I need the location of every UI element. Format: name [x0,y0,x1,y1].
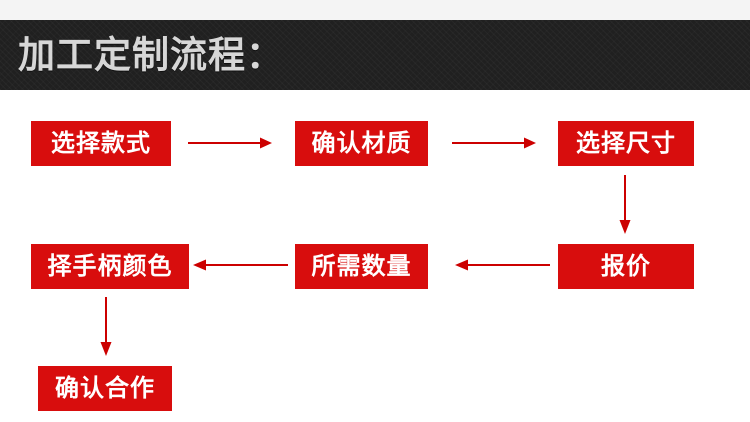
connector-quantity-to-handle-arrow [190,256,290,274]
flow-step-confirm-cooperation[interactable]: 确认合作 [38,366,172,411]
flow-step-quantity[interactable]: 所需数量 [295,244,428,289]
header-bar: 加工定制流程： [0,20,750,90]
flow-step-size[interactable]: 选择尺寸 [558,121,694,166]
top-strip [0,0,750,20]
connector-size-to-quote-arrow [612,174,638,236]
connector-handle-to-confirm-arrow [93,296,119,358]
flow-step-handle-color[interactable]: 择手柄颜色 [31,244,189,289]
connector-material-to-size-arrow [450,134,538,152]
connector-quote-to-quantity-arrow [452,256,552,274]
connector-style-to-material-arrow [186,134,274,152]
flow-step-quote[interactable]: 报价 [558,244,694,289]
flow-step-material[interactable]: 确认材质 [295,121,428,166]
flow-step-style[interactable]: 选择款式 [31,121,171,166]
page-title: 加工定制流程： [18,34,284,76]
